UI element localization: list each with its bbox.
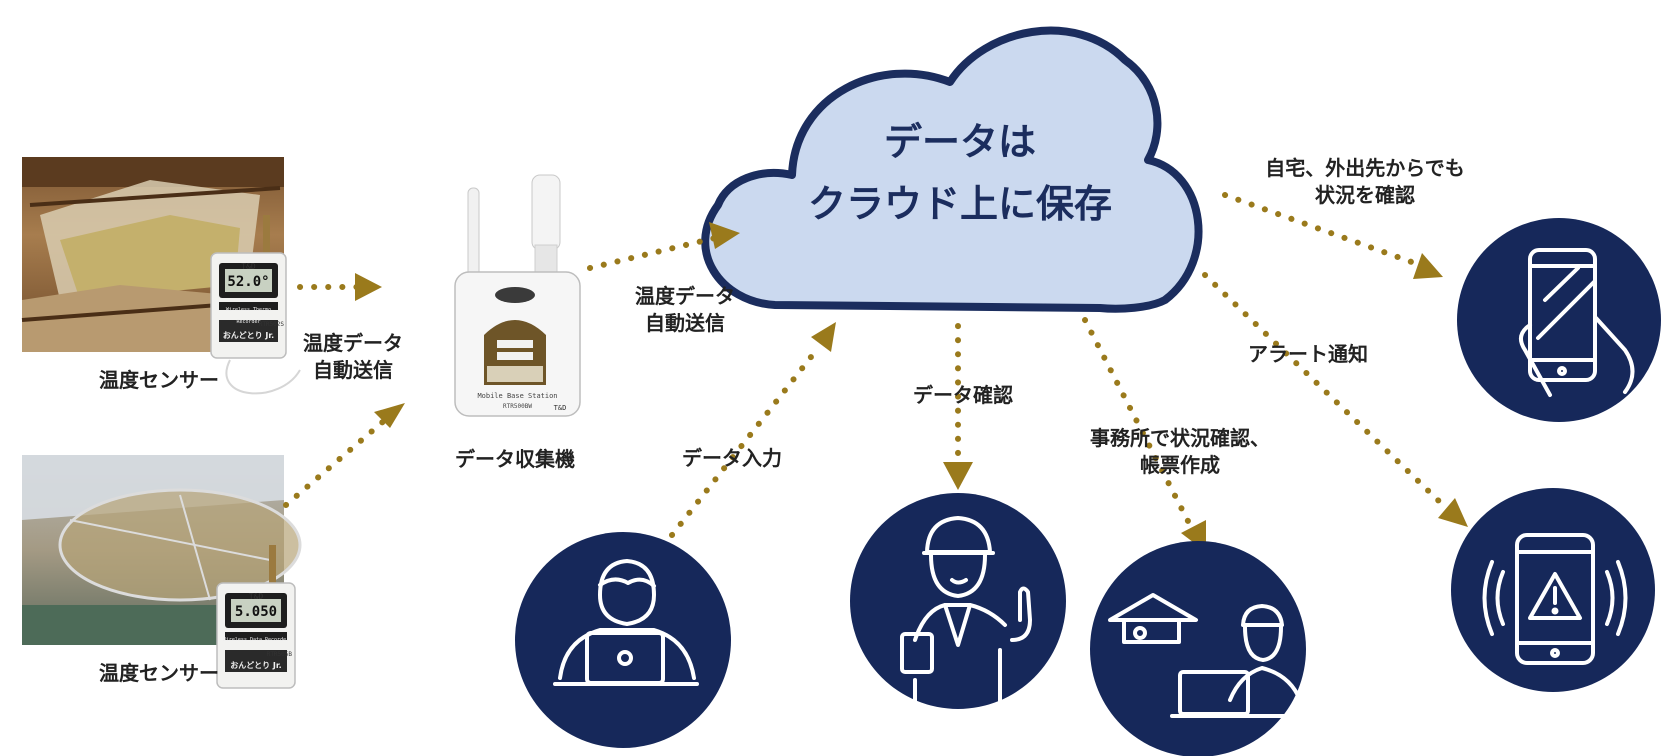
arrowhead-worker [943, 462, 973, 490]
arrowhead-laptop-to-cloud [811, 322, 836, 352]
sensor-1-caption: Wireless Thermo Recorder [225, 307, 272, 325]
arrowhead-collector-to-cloud [709, 222, 740, 249]
sensor-2-logo: T&D [248, 592, 264, 601]
sensor-2-brand: おんどとり Jr. [230, 661, 282, 670]
sensor-1-label: 温度センサー [99, 368, 219, 392]
arrowhead-alert [1438, 498, 1468, 527]
data-input-label: データ入力 [682, 446, 782, 470]
sensor-1-model: RTR502S [258, 321, 284, 328]
sensor-1-logo: T&D [241, 262, 256, 271]
collector-logo: T&D [553, 404, 567, 412]
sensor-1-brand: おんどとり Jr. [222, 331, 275, 340]
remote-label-line2: 状況を確認 [1315, 183, 1415, 207]
arrowhead-sensor2 [374, 403, 405, 428]
collector-model: RTR500BW [503, 403, 532, 410]
sensor-2-display: 5.050 [234, 604, 278, 620]
laptop-user-icon [515, 532, 731, 748]
alert-label: アラート通知 [1248, 342, 1368, 366]
arrow-collector-to-cloud-line [587, 235, 718, 271]
collector-label: データ収集機 [455, 447, 575, 471]
cloud-title-line2: クラウド上に保存 [807, 182, 1112, 226]
collector-caption: Mobile Base Station [477, 392, 558, 400]
office-label-line1: 事務所で状況確認、 [1090, 426, 1270, 450]
sensor-device-1 [210, 215, 301, 395]
sensor-photo-2 [22, 455, 302, 645]
worker-pointing-icon [850, 493, 1066, 709]
sensor-device-2 [216, 545, 296, 689]
smartphone-hand-icon [1457, 218, 1661, 422]
sensor-send-label-line2: 自動送信 [313, 358, 393, 382]
remote-label-line1: 自宅、外出先からでも [1265, 156, 1465, 180]
arrowhead-smartphone [1413, 253, 1443, 279]
collector-send-label-line1: 温度データ [635, 284, 735, 308]
arrow-cloud-to-office-line [1082, 317, 1193, 528]
arrowhead-sensor1 [355, 273, 382, 301]
sensor-2-label: 温度センサー [99, 661, 219, 685]
arrow-sensor2-to-collector-line [283, 417, 388, 508]
cloud-title-line1: データは [883, 120, 1036, 164]
sensor-1-display: 52.0° [227, 274, 270, 290]
cloud-shape [701, 26, 1203, 313]
data-collector-device [454, 174, 581, 417]
smartphone-alert-icon [1451, 488, 1655, 692]
arrow-cloud-to-alert-line [1202, 272, 1446, 508]
arrow-laptop-to-cloud-line [669, 345, 821, 538]
sensor-send-label-line1: 温度データ [303, 331, 403, 355]
sensor-2-caption: Wireless Data Recorder [222, 637, 290, 643]
office-worker-icon [1090, 541, 1306, 756]
data-check-label: データ確認 [913, 383, 1013, 407]
collector-send-label-line2: 自動送信 [645, 311, 725, 335]
sensor-2-model: RTR505B [266, 651, 292, 658]
office-label-line2: 帳票作成 [1140, 453, 1220, 477]
